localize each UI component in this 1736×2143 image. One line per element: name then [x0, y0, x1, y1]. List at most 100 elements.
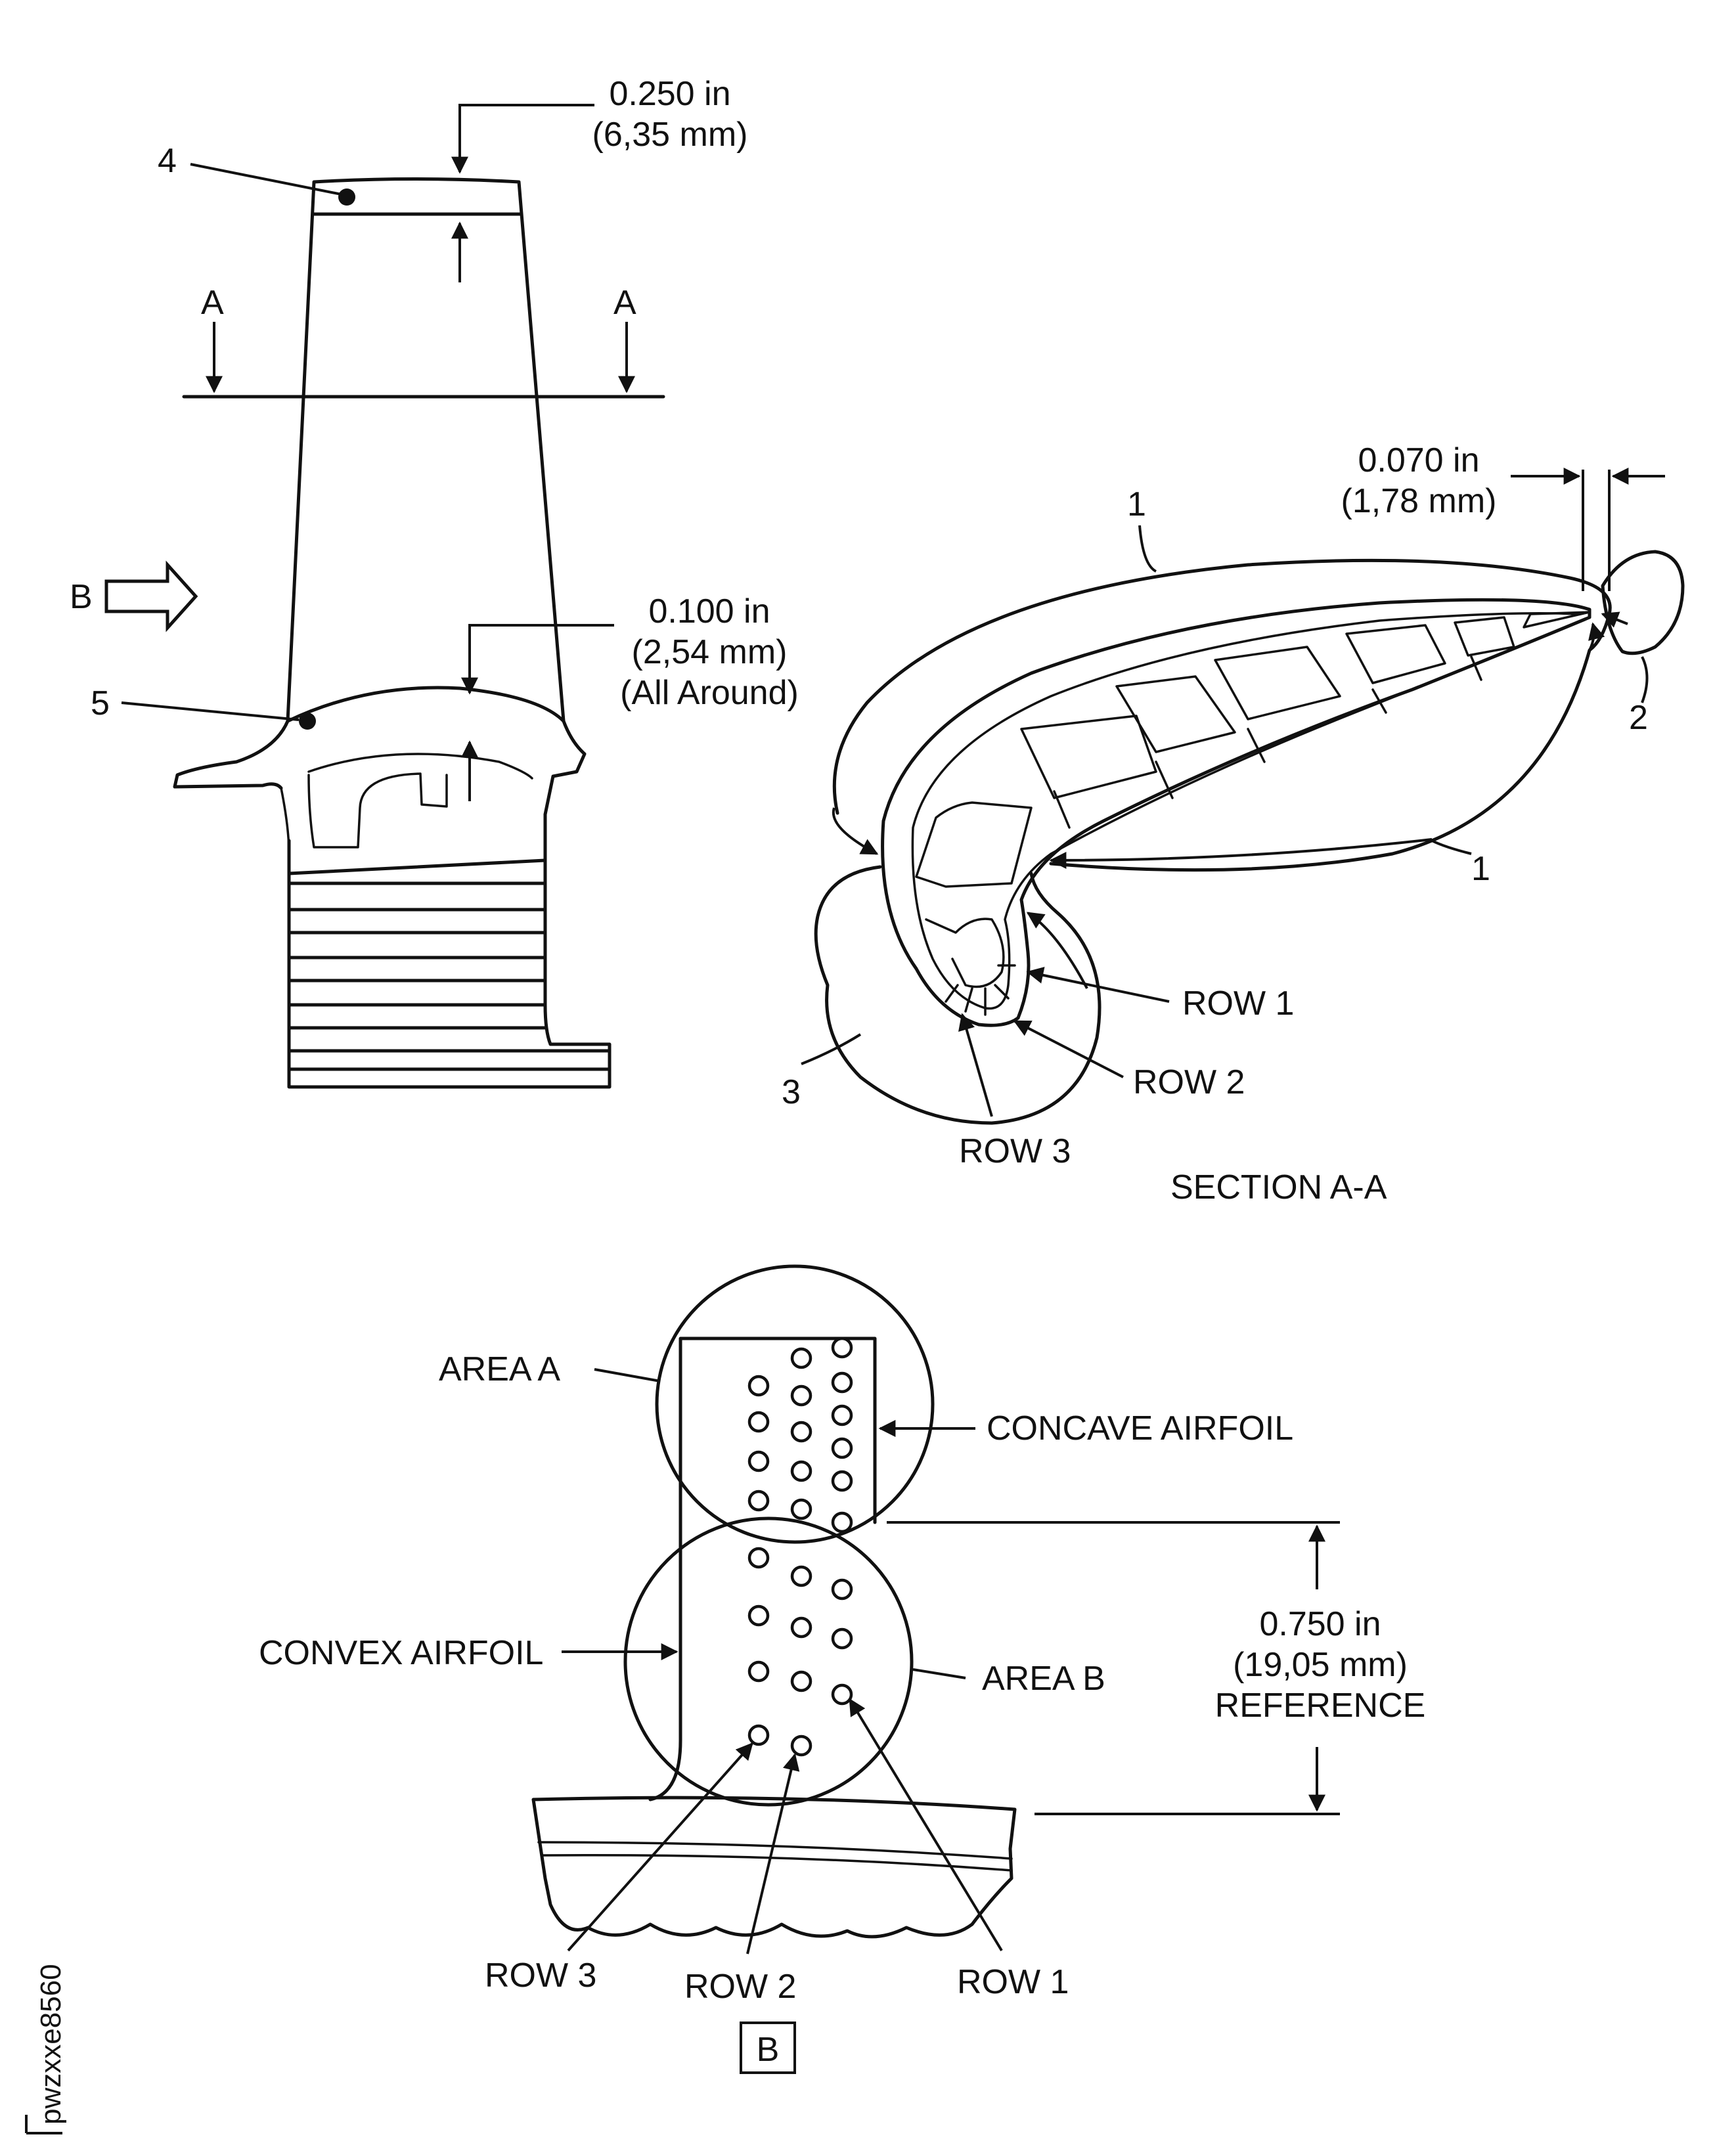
cooling-hole — [790, 1670, 812, 1692]
area-b-circle — [623, 1516, 914, 1807]
cooling-hole — [790, 1347, 812, 1369]
cooling-hole — [790, 1734, 812, 1757]
section-marker-left: A — [201, 284, 224, 322]
view-b-platform — [531, 1796, 1017, 1939]
cooling-hole — [790, 1616, 812, 1639]
te-dim-line2: (1,78 mm) — [1341, 482, 1497, 520]
platform-dim-leader — [461, 624, 614, 695]
cooling-hole — [831, 1337, 853, 1359]
area-a-leader — [594, 1368, 661, 1382]
zone-3-leader — [801, 1033, 862, 1065]
root-serrations — [287, 858, 612, 1071]
platform-dim-line2: (2,54 mm) — [632, 633, 788, 671]
view-b-box-label: B — [757, 2031, 780, 2069]
ref-dim-line1: 0.750 in — [1259, 1605, 1381, 1643]
airfoil-inner-wall — [911, 612, 1578, 1010]
callout-5: 5 — [91, 684, 110, 722]
ref-dim-line3: REFERENCE — [1215, 1687, 1426, 1725]
view-b-row2-label: ROW 2 — [684, 1968, 796, 2006]
tip-dim-line2: (6,35 mm) — [592, 116, 748, 154]
view-b-box — [740, 2021, 796, 2074]
platform-dim-line1: 0.100 in — [648, 592, 770, 630]
arrow-to-leading-edge — [832, 807, 879, 855]
section-row2-label: ROW 2 — [1133, 1063, 1245, 1101]
section-marker-right: A — [613, 284, 636, 322]
cooling-hole — [831, 1470, 853, 1492]
area-b-label: AREA B — [982, 1660, 1105, 1698]
zone-1-envelope — [832, 558, 1612, 872]
callout-4-leader — [190, 163, 342, 196]
cooling-hole — [831, 1404, 853, 1426]
callout-5-leader — [121, 701, 300, 721]
cooling-hole — [831, 1371, 853, 1394]
view-b: AREA A AREA B CONCAVE AIRFOIL CONVEX AIR… — [259, 1264, 1426, 2074]
section-callout-2: 2 — [1629, 699, 1648, 737]
zone-1-leader-lower — [1431, 839, 1472, 855]
cooling-hole — [790, 1498, 812, 1520]
figure-id-bracket — [25, 2115, 62, 2134]
section-row1-arrow — [1026, 967, 1170, 1003]
cooling-hole — [747, 1547, 770, 1569]
figure-id: pwzxxe8560 — [35, 1964, 67, 2125]
platform-top — [286, 686, 587, 816]
concave-label: CONCAVE AIRFOIL — [987, 1409, 1293, 1447]
airfoil-section — [881, 598, 1591, 1027]
view-b-row3-label: ROW 3 — [485, 1956, 596, 1995]
view-b-row2-arrow — [746, 1753, 800, 1955]
cooling-cavities — [915, 611, 1591, 1016]
cooling-hole — [790, 1565, 812, 1587]
cooling-hole — [747, 1375, 770, 1397]
cooling-hole — [831, 1683, 853, 1706]
cooling-hole — [747, 1450, 770, 1472]
section-callout-3: 3 — [782, 1073, 801, 1111]
section-aa-view: 1 1 2 3 0.070 in (1,78 mm) ROW 1 ROW 2 R… — [782, 441, 1685, 1206]
section-title: SECTION A-A — [1170, 1168, 1387, 1206]
arrow-to-concave — [1049, 838, 1433, 869]
area-a-label: AREA A — [439, 1350, 560, 1388]
ref-dim-line2: (19,05 mm) — [1233, 1646, 1408, 1684]
cooling-hole — [747, 1724, 770, 1746]
platform-left — [173, 719, 290, 790]
zone-2-leader — [1641, 656, 1649, 703]
tip-dim-leader — [451, 104, 594, 174]
arrow-lead-edge-lower — [1026, 912, 1088, 989]
cooling-hole — [747, 1604, 770, 1627]
view-b-arrow — [104, 560, 198, 632]
section-row3-arrow — [958, 1013, 993, 1117]
cooling-hole — [831, 1511, 853, 1534]
section-row3-label: ROW 3 — [959, 1132, 1071, 1170]
view-b-platform-line-2 — [541, 1853, 1013, 1872]
zone-2-envelope — [1601, 550, 1685, 655]
cooling-hole — [831, 1578, 853, 1601]
view-arrow-label: B — [70, 578, 93, 616]
view-b-row1-arrow — [849, 1698, 1003, 1952]
arrow-to-convex — [1588, 622, 1605, 651]
view-b-row1-label: ROW 1 — [957, 1963, 1069, 2001]
cooling-hole — [831, 1437, 853, 1459]
callout-5-dot — [299, 713, 316, 730]
callout-4: 4 — [158, 142, 177, 180]
cooling-hole — [831, 1627, 853, 1650]
cooling-hole — [747, 1411, 770, 1433]
blade-side-view: 4 5 A A B 0.250 in (6,35 mm) 0.100 in (2… — [70, 75, 799, 1089]
area-b-leader — [912, 1668, 966, 1679]
airfoil-outline — [286, 177, 566, 723]
platform-pocket — [307, 772, 448, 849]
zone-3-envelope — [814, 865, 1102, 1125]
cooling-hole — [790, 1421, 812, 1443]
section-callout-1-upper: 1 — [1127, 485, 1146, 523]
cooling-hole — [747, 1490, 770, 1512]
te-dim-line1: 0.070 in — [1358, 441, 1479, 479]
root-outline — [287, 812, 612, 1089]
tip-dim-line1: 0.250 in — [609, 75, 730, 113]
cooling-hole — [747, 1660, 770, 1683]
callout-4-dot — [338, 188, 355, 206]
arrow-to-tip — [1601, 611, 1628, 628]
figure-id-block: pwzxxe8560 — [25, 1964, 67, 2134]
section-row2-arrow — [1013, 1020, 1124, 1078]
section-callout-1-lower: 1 — [1471, 850, 1490, 888]
cooling-holes — [747, 1337, 853, 1757]
area-a-circle — [655, 1264, 935, 1544]
view-b-platform-line-1 — [537, 1841, 1013, 1860]
